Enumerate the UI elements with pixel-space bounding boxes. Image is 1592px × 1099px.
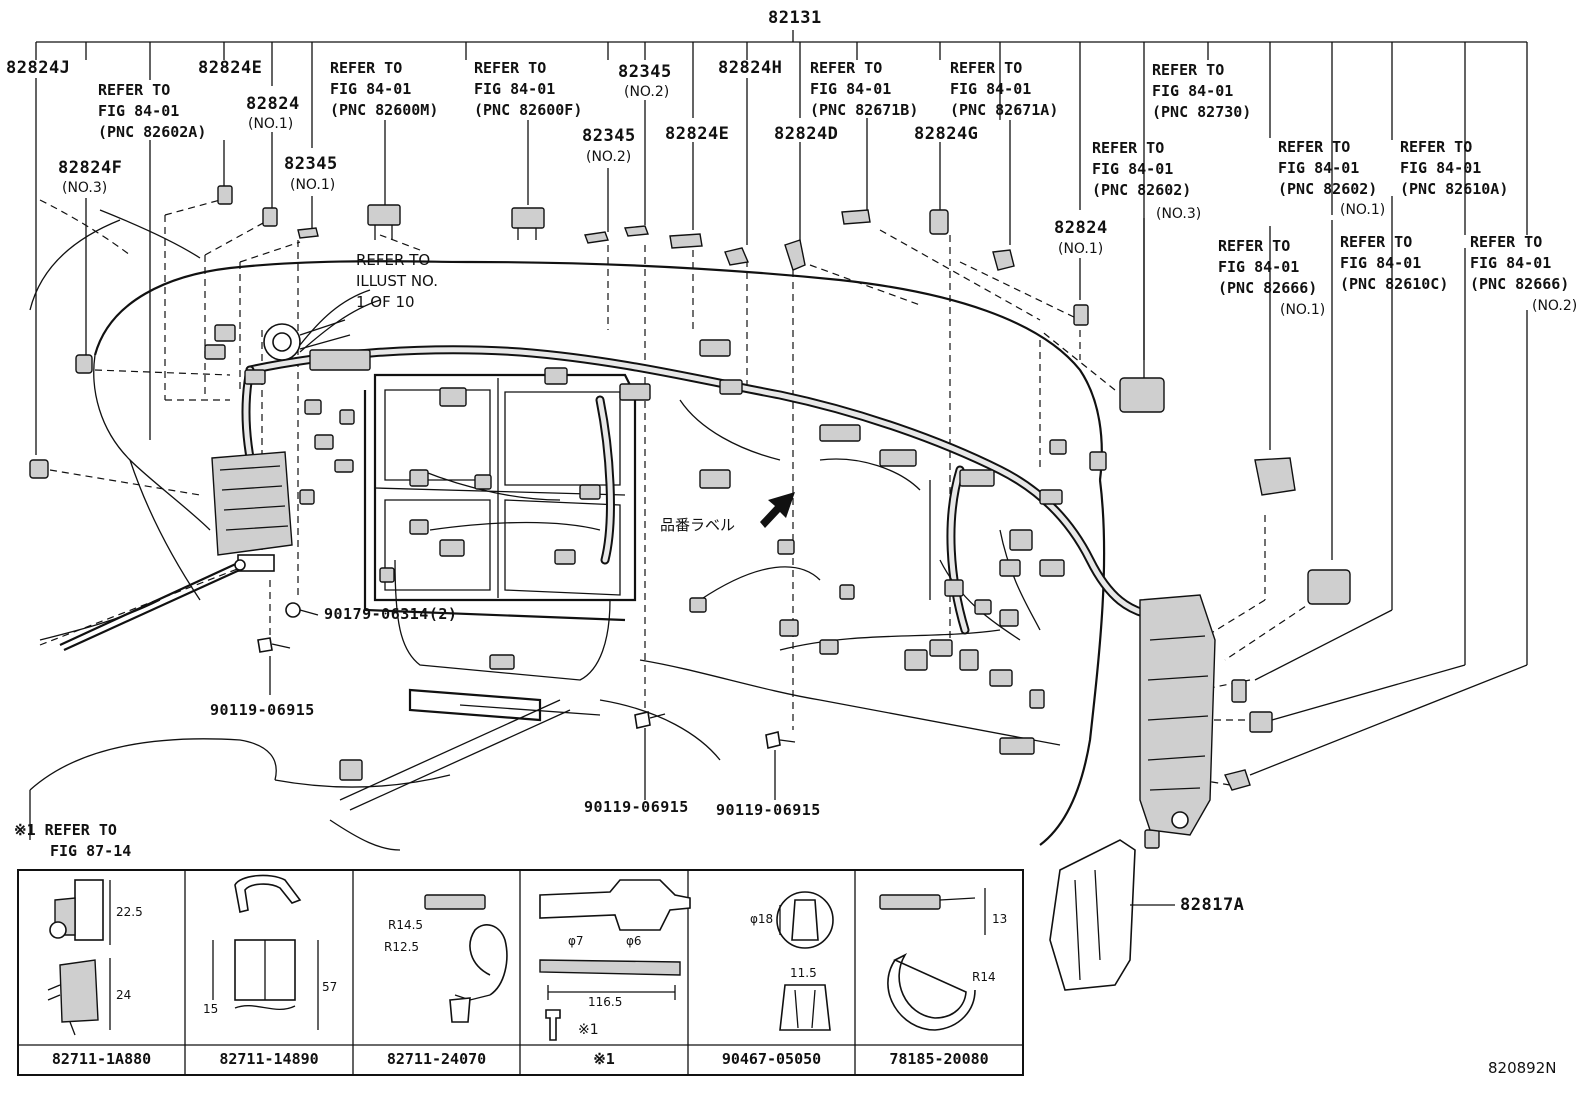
part-82824-no1-right: 82824: [1054, 218, 1108, 238]
dim-phi6: φ6: [626, 934, 642, 948]
part-82824F: 82824F: [58, 158, 123, 178]
grommet: [263, 319, 351, 361]
dim-22-5: 22.5: [116, 905, 143, 919]
bolt-90119-06915-a: 90119-06915: [210, 701, 315, 719]
center-console: [339, 373, 637, 811]
table-cell-82711-1A880: 82711-1A880: [51, 1050, 152, 1068]
no2-label-a: (NO.2): [624, 84, 670, 100]
refer-82610C: REFER TO FIG 84-01 (PNC 82610C): [1340, 233, 1449, 293]
connectors: [29, 185, 1351, 849]
cover-82817A: [1049, 839, 1175, 991]
refer-82666-no1: REFER TO FIG 84-01 (PNC 82666): [1218, 237, 1318, 297]
cell2-clamp-drawing: [212, 874, 319, 1030]
part-82824E-mid: 82824E: [665, 124, 730, 144]
dim-note1: ※1: [578, 1022, 599, 1038]
dashboard-outline: [29, 199, 1106, 851]
table-cell-90467-05050: 90467-05050: [721, 1050, 822, 1068]
cell1-clip-drawing: [47, 879, 111, 1036]
bolt-90119-06915-c: 90119-06915: [716, 801, 821, 819]
refer-82610A: REFER TO FIG 84-01 (PNC 82610A): [1400, 138, 1509, 198]
refer-82602-no3: REFER TO FIG 84-01 (PNC 82602): [1092, 139, 1192, 199]
refer-82671B: REFER TO FIG 84-01 (PNC 82671B): [810, 59, 919, 119]
table-cell-82711-14890: 82711-14890: [219, 1050, 319, 1068]
part-82824E-top: 82824E: [198, 58, 263, 78]
part-82824J: 82824J: [6, 58, 71, 78]
cell3-band-clamp-drawing: [424, 894, 508, 1023]
no3-label-b: (NO.3): [1156, 206, 1202, 222]
part-82345-no1: 82345: [284, 154, 338, 174]
bolts: [257, 602, 796, 800]
refer-82730: REFER TO FIG 84-01 (PNC 82730): [1152, 61, 1252, 121]
dim-r12-5: R12.5: [384, 940, 420, 954]
part-82824G: 82824G: [914, 124, 979, 144]
hinban-arrow-icon: [760, 492, 795, 528]
no3-label-a: (NO.3): [62, 180, 108, 196]
leader-lines: [35, 78, 1528, 776]
refer-82671A: REFER TO FIG 84-01 (PNC 82671A): [950, 59, 1059, 119]
cell4-bracket-drawing: [539, 879, 691, 1041]
cell5-grommet-drawing: [776, 891, 834, 1031]
leader-bracket-82131: [35, 30, 1528, 360]
refer-82602-no1: REFER TO FIG 84-01 (PNC 82602): [1278, 138, 1378, 198]
bolt-90179-06314: 90179-06314(2): [324, 605, 458, 623]
no1-label-c: (NO.1): [1058, 241, 1104, 257]
refer-fig-87-14: ※1 REFER TO FIG 87-14: [14, 821, 132, 860]
dim-phi7: φ7: [568, 934, 584, 948]
table-cell-82711-24070: 82711-24070: [386, 1050, 487, 1068]
part-82131: 82131: [768, 8, 822, 28]
no2-label-b: (NO.2): [586, 149, 632, 165]
part-82824D: 82824D: [774, 124, 839, 144]
wire-harness: [59, 289, 1155, 652]
no1-label-d: (NO.1): [1340, 202, 1386, 218]
cell6-clamp-drawing: [879, 888, 986, 1031]
dim-116-5: 116.5: [588, 995, 623, 1009]
dim-13: 13: [992, 912, 1008, 926]
dim-57: 57: [322, 980, 338, 994]
no1-label-a: (NO.1): [248, 116, 294, 132]
dim-r14-5: R14.5: [388, 918, 424, 932]
dim-11-5: 11.5: [790, 966, 817, 980]
part-82824-no1-left: 82824: [246, 94, 300, 114]
refer-82600F: REFER TO FIG 84-01 (PNC 82600F): [474, 59, 583, 119]
refer-82600M: REFER TO FIG 84-01 (PNC 82600M): [330, 59, 439, 119]
part-82345-no2-top: 82345: [618, 62, 672, 82]
left-junction-block: [211, 451, 293, 572]
hinban-label: 品番ラベル: [660, 516, 736, 534]
no2-label-c: (NO.2): [1532, 298, 1578, 314]
dim-15: 15: [203, 1002, 219, 1016]
illustration-number: 820892N: [1488, 1059, 1557, 1077]
part-82345-no2-mid: 82345: [582, 126, 636, 146]
table-cell-78185-20080: 78185-20080: [889, 1050, 989, 1068]
table-cell-note1: ※1: [593, 1050, 615, 1068]
parts-table: [17, 869, 1024, 1076]
part-82817A: 82817A: [1180, 895, 1245, 915]
dim-r14: R14: [972, 970, 996, 984]
part-82824H: 82824H: [718, 58, 783, 78]
bolt-90119-06915-b: 90119-06915: [584, 798, 689, 816]
refer-illust: REFER TO ILLUST NO. 1 OF 10: [356, 251, 439, 311]
right-junction-block: [1139, 594, 1216, 836]
dim-24: 24: [116, 988, 132, 1002]
refer-82666-no2: REFER TO FIG 84-01 (PNC 82666): [1470, 233, 1570, 293]
dim-phi18: φ18: [750, 912, 774, 926]
refer-82602A: REFER TO FIG 84-01 (PNC 82602A): [98, 81, 207, 141]
no1-label-e: (NO.1): [1280, 302, 1326, 318]
no1-label-b: (NO.1): [290, 177, 336, 193]
